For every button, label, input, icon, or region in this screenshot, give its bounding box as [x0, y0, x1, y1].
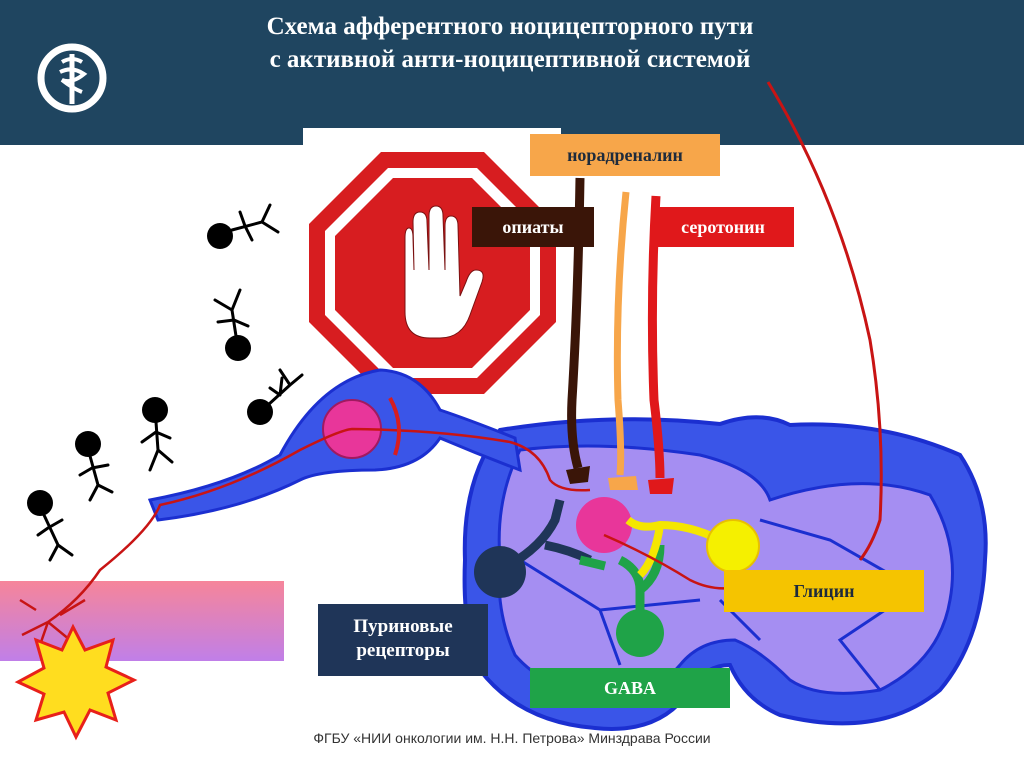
page-title: Схема афферентного ноцицепторного пути с…: [120, 10, 900, 76]
title-line-2: с активной анти-ноцицептивной системой: [269, 46, 751, 73]
header-bar: Схема афферентного ноцицепторного пути с…: [0, 0, 1024, 145]
opiate-terminal: [566, 466, 590, 484]
stick-figure-icon: [27, 203, 304, 562]
noradrenalin-terminal: [608, 476, 638, 490]
afferent-fiber: [47, 427, 591, 624]
purine-label-line-2: рецепторы: [356, 640, 450, 661]
ganglion-crossing-mark: [388, 397, 401, 456]
glycine-dendrite: [625, 516, 722, 578]
gaba-neuron: [616, 609, 664, 657]
afferent-fiber-branches: [19, 598, 86, 646]
gaba-dendrite: [578, 544, 665, 630]
opiates-label: опиаты: [472, 207, 594, 247]
long-descending-fiber: [766, 81, 883, 561]
purine-label-line-1: Пуриновые: [353, 616, 453, 637]
projection-fiber: [603, 533, 731, 590]
spinal-section-lines: [519, 518, 901, 691]
medical-caduceus-icon: [37, 43, 107, 113]
footer-credit: ФГБУ «НИИ онкологии им. Н.Н. Петрова» Ми…: [313, 730, 711, 746]
purine-neuron: [474, 546, 526, 598]
serotonin-terminal: [648, 478, 674, 494]
dorsal-horn-neuron: [576, 497, 632, 553]
noradrenalin-pathway: [613, 191, 630, 476]
noradrenalin-label: норадреналин: [530, 134, 720, 176]
title-line-1: Схема афферентного ноцицепторного пути: [266, 13, 754, 40]
gaba-label: GABA: [530, 668, 730, 708]
glycine-neuron: [706, 519, 760, 573]
glycine-label: Глицин: [724, 570, 924, 612]
serotonin-label: серотонин: [652, 207, 794, 247]
purine-receptors-label: Пуриновые рецепторы: [318, 604, 488, 676]
pain-burst-icon: [14, 623, 138, 741]
stop-hand-icon: [309, 152, 556, 394]
